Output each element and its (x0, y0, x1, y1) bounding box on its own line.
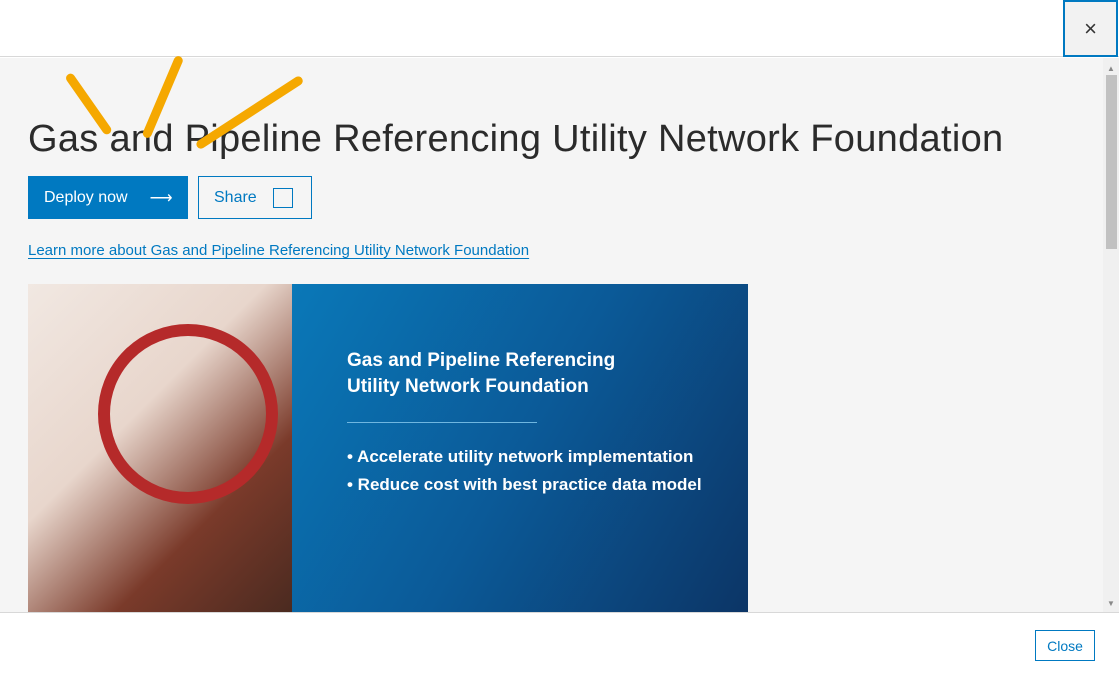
scroll-up-icon[interactable]: ▲ (1107, 64, 1115, 73)
page-title: Gas and Pipeline Referencing Utility Net… (28, 118, 1004, 160)
dialog-content: Gas and Pipeline Referencing Utility Net… (0, 58, 1103, 612)
scrollbar-thumb[interactable] (1106, 75, 1117, 249)
share-button[interactable]: Share (198, 176, 312, 219)
deploy-label: Deploy now (44, 188, 128, 206)
banner-bullet: • Reduce cost with best practice data mo… (347, 475, 702, 494)
scrollbar[interactable]: ▲ ▼ (1103, 58, 1119, 612)
valve-photo (28, 284, 292, 612)
dialog-header: × (0, 0, 1119, 57)
close-button[interactable]: Close (1035, 630, 1095, 661)
scroll-down-icon[interactable]: ▼ (1107, 599, 1115, 608)
banner-divider (347, 422, 537, 423)
arrow-right-icon: ⟶ (149, 189, 173, 207)
share-label: Share (214, 188, 257, 206)
learn-more-link[interactable]: Learn more about Gas and Pipeline Refere… (28, 242, 530, 259)
deploy-now-button[interactable]: Deploy now ⟶ (28, 176, 188, 219)
close-icon-button[interactable]: × (1063, 0, 1118, 57)
share-icon (272, 187, 293, 208)
banner-bullet: • Accelerate utility network implementat… (347, 447, 694, 466)
valve-wheel (98, 324, 278, 504)
dialog-footer: Close (0, 612, 1119, 677)
